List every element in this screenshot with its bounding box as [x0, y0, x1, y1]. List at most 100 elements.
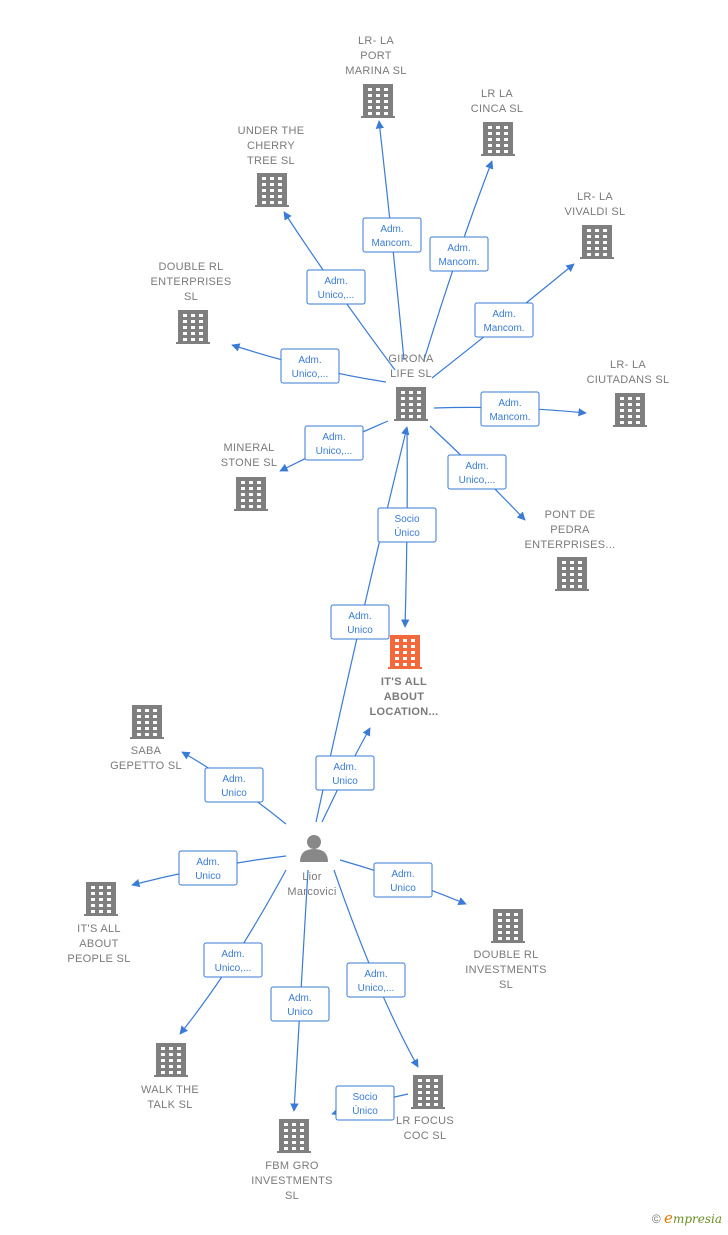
edge-label-e-lior-itsall[interactable]: Adm.Unico: [315, 755, 375, 791]
building-icon[interactable]: [84, 882, 118, 916]
node-label-cinca[interactable]: CINCA SL: [471, 103, 524, 115]
building-icon[interactable]: [388, 635, 422, 669]
node-label-pontpedra[interactable]: PONT DE: [545, 509, 596, 521]
building-icon[interactable]: [361, 84, 395, 118]
empresia-logo[interactable]: © empresia: [652, 1209, 722, 1227]
building-icon[interactable]: [234, 477, 268, 511]
node-label-ciutadans[interactable]: LR- LA: [610, 359, 646, 371]
node-label-vivaldi[interactable]: LR- LA: [577, 191, 613, 203]
node-people[interactable]: IT'S ALL ABOUT PEOPLE SL: [67, 882, 130, 965]
node-label-portmarina[interactable]: MARINA SL: [345, 65, 406, 77]
node-label-doublerl_ent[interactable]: DOUBLE RL: [158, 261, 223, 273]
edge-label-e-lior-lrfocus[interactable]: Adm.Unico,...: [346, 962, 406, 998]
building-icon[interactable]: [491, 909, 525, 943]
node-label-lior[interactable]: Marcovici: [287, 886, 336, 898]
node-label-mineral[interactable]: MINERAL: [224, 442, 275, 454]
edge-label-e-lior-people[interactable]: Adm.Unico: [178, 850, 238, 886]
building-window: [278, 189, 282, 192]
node-walk[interactable]: WALK THE TALK SL: [141, 1043, 199, 1111]
node-label-portmarina[interactable]: LR- LA: [358, 35, 394, 47]
node-label-itsall[interactable]: LOCATION...: [369, 706, 438, 718]
edge-label-e-lior-fbm[interactable]: Adm.Unico: [270, 986, 330, 1022]
building-window: [292, 1147, 296, 1150]
node-label-doublerl_ent[interactable]: SL: [184, 291, 198, 303]
edge-label-text: Unico: [287, 1007, 313, 1018]
node-label-itsall[interactable]: IT'S ALL: [381, 676, 427, 688]
edge-label-e-girona-portmarina[interactable]: Adm.Mancom.: [362, 217, 422, 253]
building-icon[interactable]: [613, 393, 647, 427]
building-icon[interactable]: [176, 310, 210, 344]
edge-label-e-girona-cherry[interactable]: Adm.Unico,...: [306, 269, 366, 305]
node-vivaldi[interactable]: LR- LA VIVALDI SL: [565, 191, 626, 259]
edge-label-e-lior-walk[interactable]: Adm.Unico,...: [203, 942, 263, 978]
node-label-lrfocus[interactable]: LR FOCUS: [396, 1115, 454, 1127]
node-cinca[interactable]: LR LA CINCA SL: [471, 88, 524, 156]
node-label-fbm[interactable]: FBM GRO: [265, 1160, 319, 1172]
edge-label-e-lior-doublerl[interactable]: Adm.Unico: [373, 862, 433, 898]
node-ciutadans[interactable]: LR- LA CIUTADANS SL: [587, 359, 670, 427]
node-pontpedra[interactable]: PONT DE PEDRA ENTERPRISES...: [525, 509, 616, 591]
node-portmarina[interactable]: LR- LA PORT MARINA SL: [345, 35, 406, 118]
node-saba[interactable]: SABA GEPETTO SL: [110, 705, 182, 772]
edge-label-e-girona-vivaldi[interactable]: Adm.Mancom.: [474, 302, 534, 338]
node-label-cherry[interactable]: CHERRY: [247, 140, 295, 152]
building-window: [300, 1135, 304, 1138]
building-icon[interactable]: [130, 705, 164, 739]
person-icon[interactable]: [300, 835, 328, 862]
node-label-ciutadans[interactable]: CIUTADANS SL: [587, 374, 670, 386]
node-label-mineral[interactable]: STONE SL: [221, 457, 278, 469]
building-window: [91, 892, 95, 895]
node-label-fbm[interactable]: INVESTMENTS: [251, 1175, 333, 1187]
node-doublerl_ent[interactable]: DOUBLE RL ENTERPRISES SL: [151, 261, 232, 344]
node-label-lior[interactable]: Lior: [302, 871, 322, 883]
node-label-girona[interactable]: LIFE SL: [390, 368, 432, 380]
node-label-doublerl_ent[interactable]: ENTERPRISES: [151, 276, 232, 288]
node-label-saba[interactable]: SABA: [131, 745, 162, 757]
node-label-doublerl_inv[interactable]: INVESTMENTS: [465, 964, 547, 976]
node-label-doublerl_inv[interactable]: DOUBLE RL: [473, 949, 538, 961]
building-icon[interactable]: [154, 1043, 188, 1077]
node-fbm[interactable]: FBM GRO INVESTMENTS SL: [251, 1119, 333, 1202]
node-label-people[interactable]: ABOUT: [79, 938, 118, 950]
node-label-vivaldi[interactable]: VIVALDI SL: [565, 206, 626, 218]
node-girona[interactable]: GIRONA LIFE SL: [388, 353, 434, 421]
building-icon[interactable]: [411, 1075, 445, 1109]
edge-label-e-girona-cinca[interactable]: Adm.Mancom.: [429, 236, 489, 272]
edge-label-e-girona-mineral[interactable]: Adm.Unico,...: [304, 425, 364, 461]
node-lrfocus[interactable]: LR FOCUS COC SL: [396, 1075, 454, 1142]
node-label-cherry[interactable]: TREE SL: [247, 155, 295, 167]
node-label-cherry[interactable]: UNDER THE: [238, 125, 305, 137]
node-label-cinca[interactable]: LR LA: [481, 88, 513, 100]
building-icon[interactable]: [255, 173, 289, 207]
node-label-people[interactable]: IT'S ALL: [77, 923, 121, 935]
edge-label-e-girona-pontpedra[interactable]: Adm.Unico,...: [447, 454, 507, 490]
node-label-itsall[interactable]: ABOUT: [384, 691, 425, 703]
edge-label-e-lior-saba[interactable]: Adm.Unico: [204, 767, 264, 803]
node-mineral[interactable]: MINERAL STONE SL: [221, 442, 278, 511]
node-doublerl_inv[interactable]: DOUBLE RL INVESTMENTS SL: [465, 909, 547, 991]
edge-label-e-lior-girona[interactable]: Adm.Unico: [330, 604, 390, 640]
building-icon[interactable]: [394, 387, 428, 421]
edge-label-e-girona-ciutadans[interactable]: Adm.Mancom.: [480, 391, 540, 427]
building-icon[interactable]: [277, 1119, 311, 1153]
building-icon[interactable]: [580, 225, 614, 259]
node-itsall[interactable]: IT'S ALL ABOUT LOCATION...: [369, 635, 438, 718]
node-label-lrfocus[interactable]: COC SL: [404, 1130, 447, 1142]
node-label-fbm[interactable]: SL: [285, 1190, 299, 1202]
node-label-pontpedra[interactable]: PEDRA: [550, 524, 590, 536]
building-icon[interactable]: [481, 122, 515, 156]
node-label-walk[interactable]: TALK SL: [147, 1099, 192, 1111]
node-label-doublerl_inv[interactable]: SL: [499, 979, 513, 991]
building-icon[interactable]: [555, 557, 589, 591]
node-label-saba[interactable]: GEPETTO SL: [110, 760, 182, 772]
node-label-portmarina[interactable]: PORT: [360, 50, 392, 62]
node-label-girona[interactable]: GIRONA: [388, 353, 434, 365]
edge-label-e-girona-doublerl[interactable]: Adm.Unico,...: [280, 348, 340, 384]
node-label-people[interactable]: PEOPLE SL: [67, 953, 130, 965]
node-label-walk[interactable]: WALK THE: [141, 1084, 199, 1096]
node-cherry[interactable]: UNDER THE CHERRY TREE SL: [238, 125, 305, 207]
node-label-pontpedra[interactable]: ENTERPRISES...: [525, 539, 616, 551]
